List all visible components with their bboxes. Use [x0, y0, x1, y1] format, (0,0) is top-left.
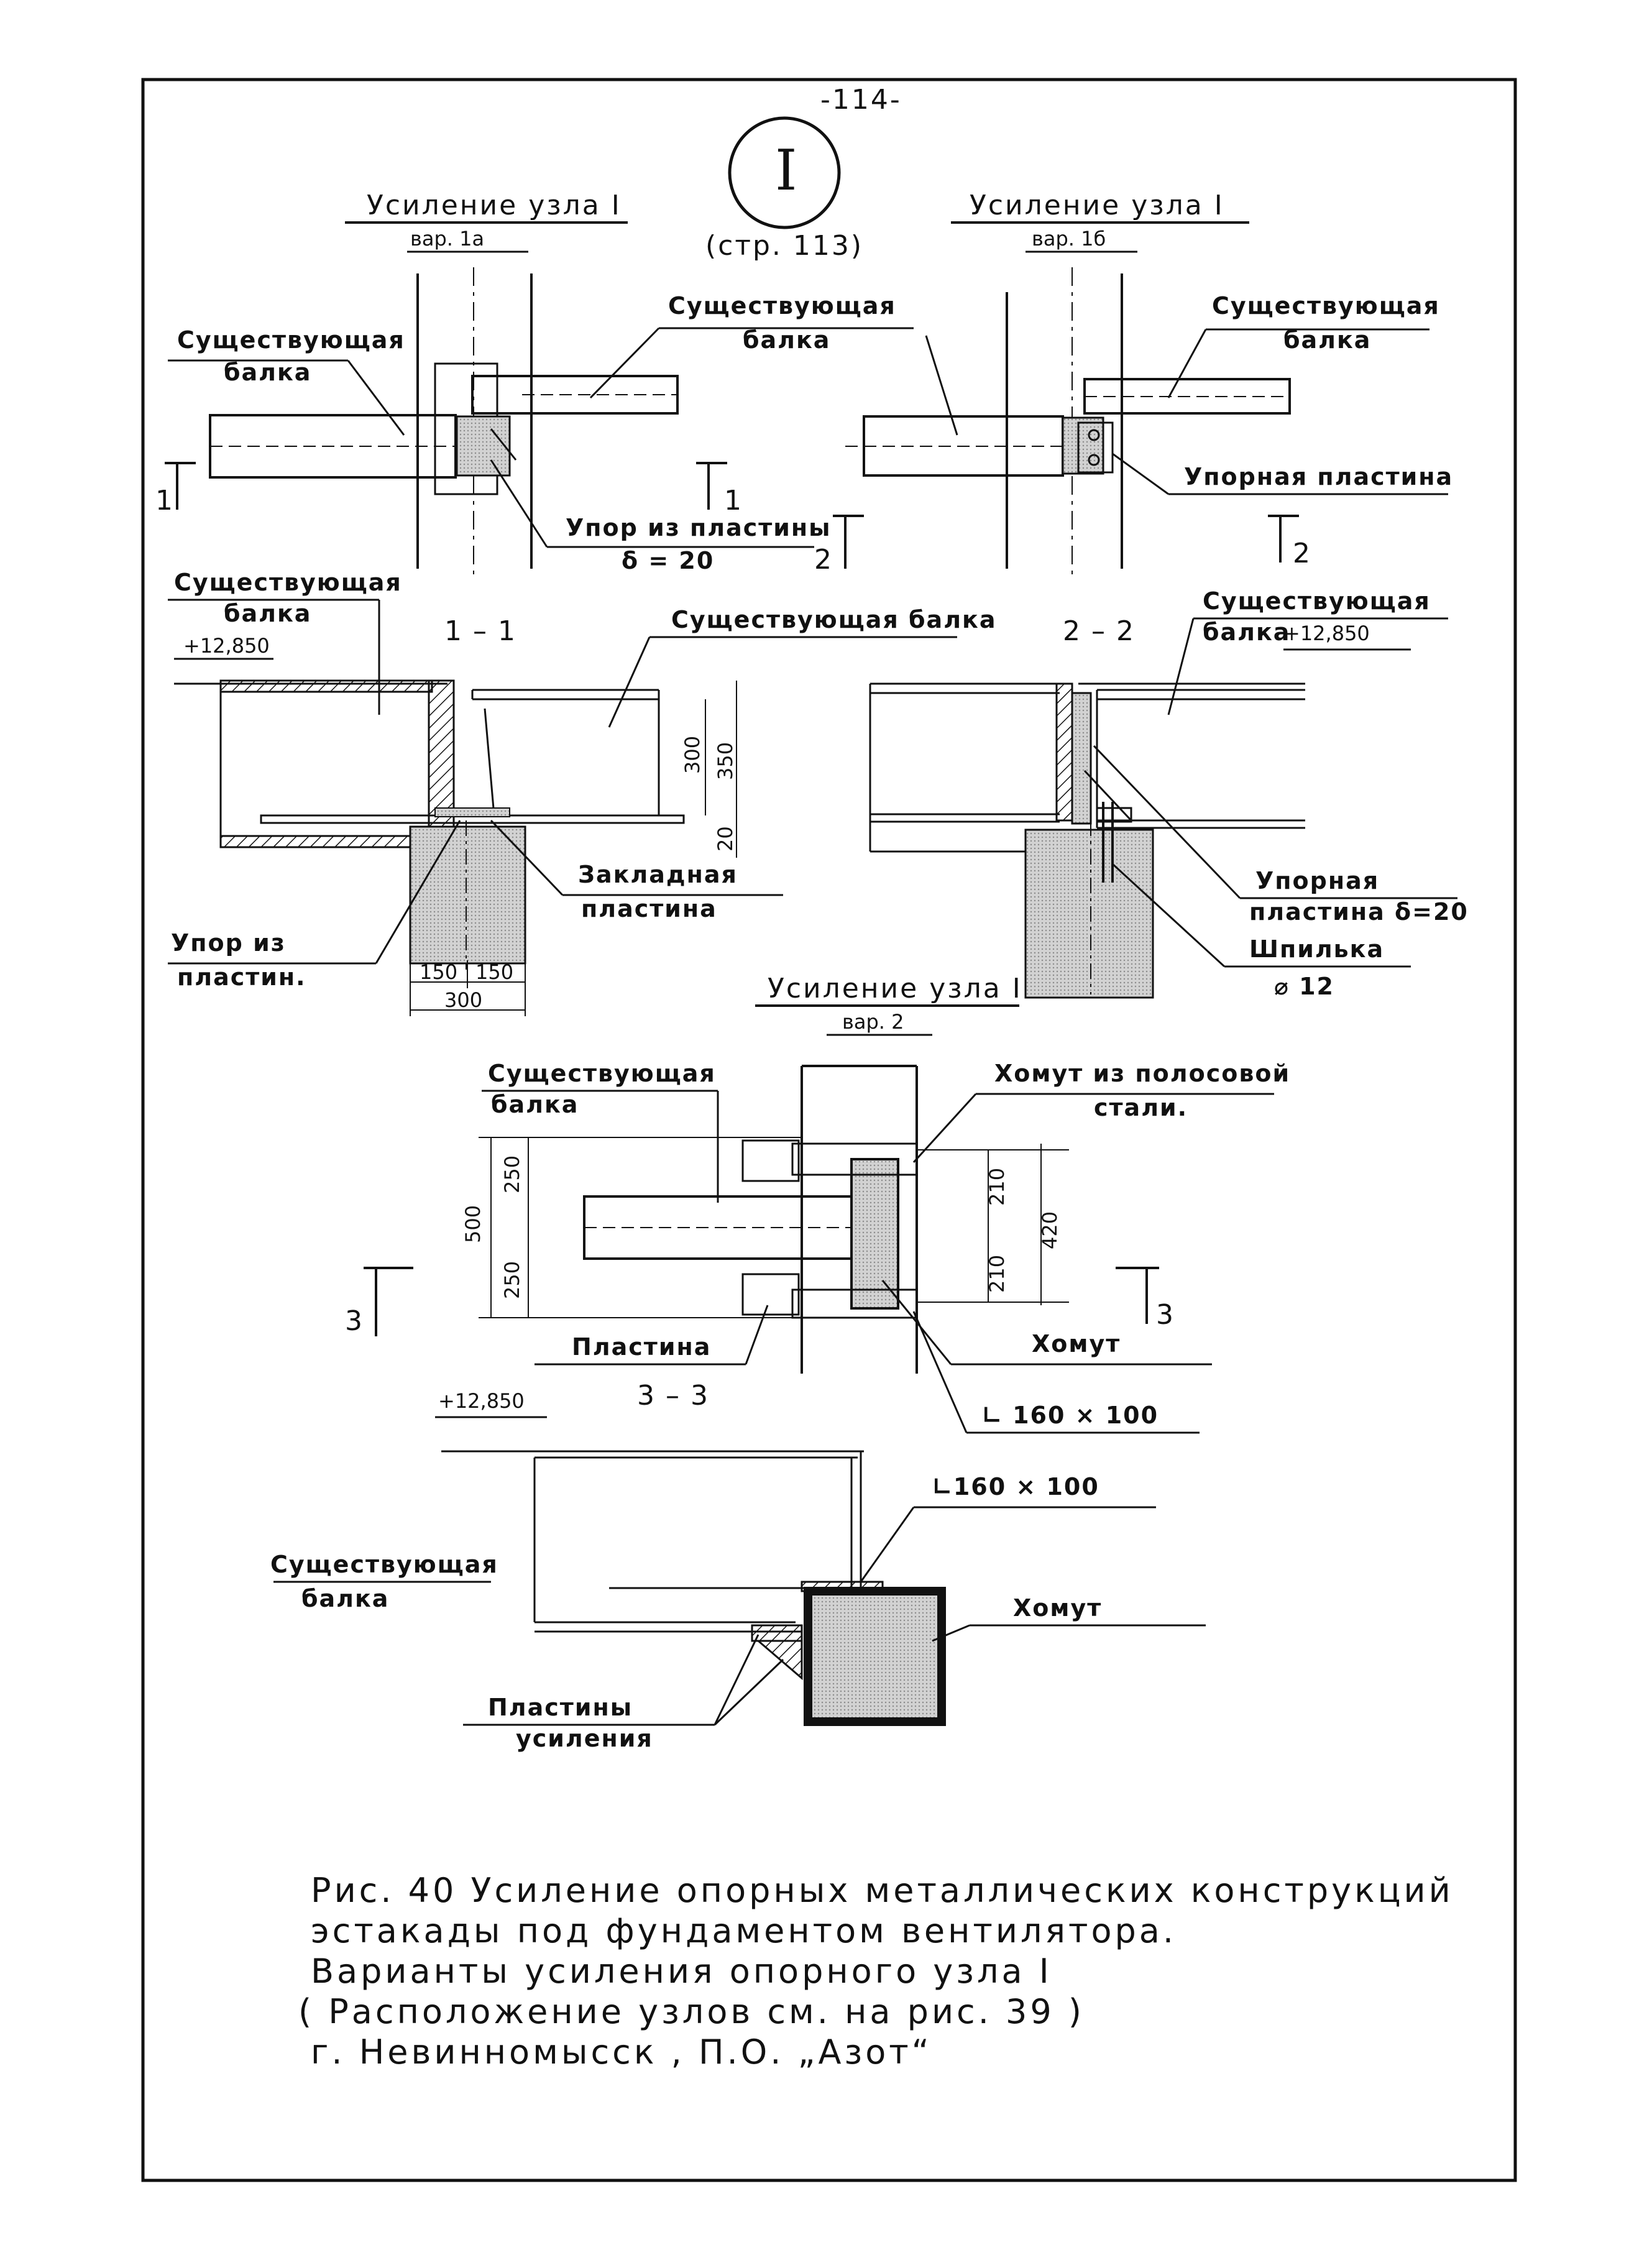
- s22-elevation: +12,850: [1283, 622, 1370, 645]
- s11-dim-20: 20: [714, 826, 737, 852]
- v2-dim-420: 420: [1038, 1211, 1062, 1249]
- s22-stud-l1: Шпилька: [1249, 935, 1384, 963]
- caption-line-3: Варианты усиления опорного узла I: [311, 1952, 1052, 1991]
- v1a-beam-left-l2: балка: [224, 359, 311, 386]
- v2-section-mark-right: 3: [1156, 1299, 1175, 1331]
- v1a-section-mark-left: 1: [155, 485, 174, 517]
- v2-section-mark-left: 3: [345, 1305, 364, 1337]
- node-symbol: I: [775, 138, 797, 203]
- variant-2: Усиление узла I вар. 2 500 250 250 210 2…: [345, 973, 1290, 1434]
- v1a-stop-plate-l2: δ = 20: [622, 547, 714, 574]
- v2-dim-250a: 250: [500, 1155, 524, 1193]
- v1b-beam-l2: балка: [1283, 326, 1371, 354]
- v2-clamp-strip-l1: Хомут из полосовой: [994, 1060, 1290, 1087]
- s11-stop-plates-l2: пластин.: [177, 963, 306, 991]
- v1a-beam-right-l2: балка: [743, 326, 830, 354]
- s11-dim-150a: 150: [420, 960, 457, 984]
- s33-angle: ∟160 × 100: [932, 1473, 1099, 1500]
- v2-beam-l1: Существующая: [488, 1060, 716, 1087]
- s33-clamp: Хомут: [1013, 1594, 1102, 1622]
- v2-dim-250b: 250: [500, 1261, 524, 1299]
- caption-line-2: эстакады под фундаментом вентилятора.: [311, 1911, 1177, 1950]
- s11-dim-350: 350: [714, 742, 737, 780]
- sheet-frame: [141, 78, 1517, 2182]
- page-number: -114-: [820, 84, 902, 116]
- section-1-1-title: 1 – 1: [444, 615, 516, 647]
- s33-beam-l1: Существующая: [270, 1551, 498, 1578]
- v1a-section-mark-right: 1: [724, 485, 743, 517]
- v1b-beam-l1: Существующая: [1212, 292, 1440, 319]
- v2-clamp-strip-l2: стали.: [1094, 1094, 1188, 1121]
- caption: Рис. 40 Усиление опорных металлических к…: [298, 1871, 1454, 2072]
- v2-angle: ∟ 160 × 100: [982, 1402, 1159, 1429]
- v1b-section-mark-right: 2: [1293, 538, 1311, 569]
- section-1-1: 1 – 1 Существующая балка +12,850 Существ…: [168, 569, 996, 1016]
- s22-stop-plate-l1: Упорная: [1255, 867, 1379, 894]
- variant-2-title: Усиление узла I: [768, 973, 1022, 1004]
- v1b-stop-plate: Упорная пластина: [1184, 463, 1453, 490]
- s11-embedded-plate-l2: пластина: [581, 895, 717, 922]
- v2-dim-210a: 210: [985, 1168, 1009, 1206]
- v1a-stop-plate-l1: Упор из пластины: [566, 514, 832, 541]
- caption-line-1: Рис. 40 Усиление опорных металлических к…: [311, 1871, 1454, 1910]
- s33-beam-l2: балка: [301, 1585, 389, 1612]
- caption-line-5: г. Невинномысск , П.О. „Азот“: [311, 2032, 932, 2072]
- v2-clamp: Хомут: [1032, 1330, 1121, 1357]
- v1a-beam-left-l1: Существующая: [177, 326, 405, 354]
- s33-reinforcement-l2: усиления: [516, 1725, 653, 1752]
- section-3-3: 3 – 3 +12,850 Существующая балка ∟160 × …: [270, 1380, 1206, 1752]
- s11-dim-300-bottom: 300: [444, 988, 482, 1012]
- variant-1b: Усиление узла I вар. 1б Существующая бал…: [814, 190, 1453, 578]
- v1b-section-mark-left: 2: [814, 544, 833, 576]
- s33-reinforcement-l1: Пластины: [488, 1694, 633, 1721]
- s11-stop-plates-l1: Упор из: [171, 929, 286, 957]
- node-symbol-circle: [728, 116, 841, 229]
- s22-stop-plate-l2: пластина δ=20: [1249, 898, 1469, 925]
- variant-1b-title: Усиление узла I: [970, 190, 1224, 221]
- s11-embedded-plate-l1: Закладная: [578, 861, 738, 888]
- variant-1b-subtitle: вар. 1б: [1032, 227, 1106, 250]
- caption-line-4: ( Расположение узлов см. на рис. 39 ): [298, 1992, 1085, 2031]
- s22-beam-l2: балка: [1203, 618, 1290, 646]
- s11-dim-150b: 150: [475, 960, 513, 984]
- v2-beam-l2: балка: [491, 1091, 579, 1118]
- s33-elevation: +12,850: [438, 1389, 525, 1413]
- variant-2-subtitle: вар. 2: [842, 1010, 904, 1034]
- s11-beam-left-l1: Существующая: [174, 569, 402, 596]
- node-ref: (стр. 113): [705, 230, 863, 262]
- variant-1a-subtitle: вар. 1а: [410, 227, 484, 250]
- s22-stud-l2: ⌀ 12: [1274, 973, 1334, 1000]
- s11-beam-left-l2: балка: [224, 600, 311, 627]
- s22-beam-l1: Существующая: [1203, 587, 1431, 615]
- v2-dim-500: 500: [461, 1205, 485, 1243]
- section-2-2: 2 – 2 Существующая балка +12,850 Упорная: [869, 587, 1469, 1000]
- variant-1a: Усиление узла I вар. 1а Существующая бал…: [155, 190, 914, 575]
- variant-1a-title: Усиление узла I: [367, 190, 622, 221]
- s11-dim-300: 300: [681, 736, 704, 774]
- v1a-beam-right-l1: Существующая: [668, 292, 896, 319]
- v2-plate: Пластина: [572, 1333, 711, 1361]
- v2-dim-210b: 210: [985, 1255, 1009, 1293]
- section-2-2-title: 2 – 2: [1063, 615, 1135, 647]
- s11-elevation: +12,850: [183, 634, 270, 658]
- s11-beam-top: Существующая балка: [671, 606, 996, 633]
- section-3-3-title: 3 – 3: [637, 1380, 709, 1412]
